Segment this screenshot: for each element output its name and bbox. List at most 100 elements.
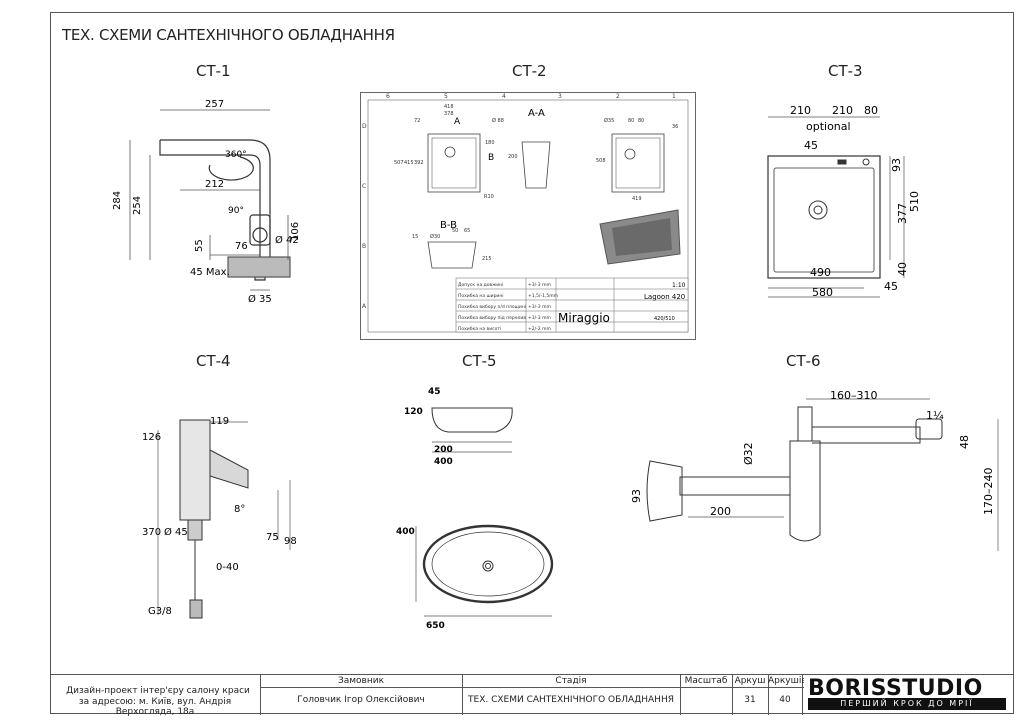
ct3-d80: 80	[864, 104, 878, 117]
ct3-d490: 490	[810, 266, 831, 279]
sheets-total: 40	[779, 695, 791, 705]
ct2-row-d: D	[362, 123, 367, 130]
ct2-val-4: +3/-3 mm	[528, 315, 551, 321]
ct2-scale: 1:10	[672, 282, 686, 289]
ct4-d119: 119	[210, 416, 229, 427]
ct2-col-3: 3	[558, 93, 562, 100]
ct2-col-1: 1	[672, 93, 676, 100]
logo-tagline: ПЕРШИЙ КРОК ДО МРІЇ	[808, 698, 1006, 710]
stage-value: ТЕХ. СХЕМИ САНТЕХНІЧНОГО ОБЛАДНАННЯ	[468, 695, 674, 705]
ct2-size: 420/510	[654, 316, 675, 322]
ct4-g38: G3/8	[148, 606, 172, 617]
label-ct2: СТ-2	[512, 62, 547, 80]
tb-divider	[260, 675, 261, 715]
ct6-d93: 93	[630, 489, 643, 503]
project-address: за адресою: м. Київ, вул. Андрія Верхогл…	[78, 697, 232, 717]
ct2-model: Lagoon 420	[644, 293, 685, 301]
ct1-dim-212: 212	[205, 179, 224, 190]
ct6-d48: 48	[958, 435, 971, 449]
label-ct3: СТ-3	[828, 62, 863, 80]
label-ct4: СТ-4	[196, 352, 231, 370]
tb-divider	[260, 687, 804, 688]
ct2-mark-a: A	[454, 117, 461, 127]
ct2-d200: 200	[508, 154, 518, 160]
ct2-row-5: Похибка на висоті	[458, 326, 501, 332]
scale-header: Масштаб	[684, 676, 728, 686]
ct2-row-2: Похибка на ширині	[458, 293, 504, 299]
ct4-d126: 126	[142, 432, 161, 443]
tb-divider	[802, 675, 803, 715]
ct3-d45b: 45	[884, 280, 898, 293]
ct1-dim-42: Ø 42	[275, 234, 299, 246]
tb-divider	[732, 675, 733, 715]
tb-divider	[462, 675, 463, 715]
ct2-sink-sheet: 6 5 4 3 2 1 D C B A A-A B-B A B 418 378 …	[360, 92, 696, 340]
ct2-d418: 418	[444, 104, 454, 110]
ct1-dim-106: 106	[290, 222, 301, 241]
ct2-row-1: Допуск на довжині	[458, 282, 503, 288]
label-ct1: СТ-1	[196, 62, 231, 80]
ct6-siphon-drawing: 160–310 1¼ 48 Ø32 93 200 170–240	[630, 389, 999, 551]
ct2-d88: Ø 88	[492, 117, 504, 124]
ct1-dim-257: 257	[205, 99, 224, 110]
ct2-d215: 215	[482, 256, 492, 262]
ct2-d415: 415	[404, 160, 414, 166]
tb-divider	[768, 675, 769, 715]
ct2-row-c: C	[362, 183, 366, 190]
ct2-d72: 72	[414, 118, 420, 124]
ct1-dim-360: 360°	[225, 150, 247, 160]
ct5-d400b: 400	[396, 527, 415, 537]
ct2-d80a: 80	[628, 118, 634, 124]
ct2-val-1: +3/-3 mm	[528, 282, 551, 288]
label-ct6: СТ-6	[786, 352, 821, 370]
ct2-d378: 378	[444, 111, 454, 117]
ct2-d15: 15	[412, 234, 418, 240]
ct2-d507: 507	[394, 160, 404, 166]
ct6-d160310: 160–310	[830, 389, 878, 402]
ct1-dim-90: 90°	[228, 206, 244, 216]
ct6-d114: 1¼	[926, 409, 944, 422]
ct2-mark-b: B	[488, 153, 494, 163]
sheet-header: Аркуш	[734, 676, 766, 686]
ct5-d200: 200	[434, 445, 453, 455]
ct3-d93: 93	[890, 158, 903, 172]
ct2-col-2: 2	[616, 93, 620, 100]
ct4-d45: Ø 45	[164, 526, 188, 538]
stage-header: Стадія	[555, 676, 587, 686]
customer-name: Головчик Ігор Олексійович	[297, 695, 425, 705]
ct5-d400: 400	[434, 457, 453, 467]
ct2-section-aa: A-A	[528, 108, 545, 119]
ct2-col-4: 4	[502, 93, 506, 100]
project-name: Дизайн-проект інтер'єру салону краси	[66, 686, 250, 696]
logo-name: BORISSTUDIO	[808, 676, 983, 701]
ct1-dim-45max: 45 Max.	[190, 267, 230, 278]
ct2-brand: Miraggio	[558, 311, 610, 325]
ct3-d580: 580	[812, 286, 833, 299]
ct4-d8: 8°	[234, 504, 245, 515]
ct2-d180: 180	[485, 140, 495, 146]
sheet-number: 31	[744, 695, 756, 705]
ct2-row-3: Похибка вибору n/d площині	[458, 304, 526, 310]
ct6-d170240: 170–240	[982, 468, 995, 516]
ct4-d370: 370	[142, 527, 161, 538]
ct2-d80b: 80	[638, 118, 644, 124]
ct4-faucet-drawing: 119 126 370 Ø 45 8° 75 98 0-40 G3/8	[142, 416, 297, 619]
ct2-val-3: +3/-3 mm	[528, 304, 551, 310]
ct2-d50: 50	[452, 228, 458, 234]
ct2-d508: 508	[596, 158, 606, 164]
ct3-d40: 40	[896, 262, 909, 276]
ct2-section-bb: B-B	[440, 220, 457, 231]
ct4-d75: 75	[266, 532, 279, 543]
ct2-col-6: 6	[386, 93, 390, 100]
ct1-faucet-drawing: 257 284 254 212 360° 90° 55 76 Ø 42 106 …	[112, 99, 301, 305]
ct1-dim-254: 254	[132, 196, 143, 215]
ct6-d32: Ø32	[742, 442, 755, 465]
ct2-d392: 392	[414, 160, 424, 166]
ct3-d210a: 210	[790, 104, 811, 117]
ct2-d35: Ø35	[604, 117, 614, 124]
ct2-row-4: Похибка вибору під перелив	[458, 315, 526, 321]
ct3-d210b: 210	[832, 104, 853, 117]
ct1-dim-35: Ø 35	[248, 293, 272, 305]
ct5-basin-drawing: 45 120 200 400 400 650	[396, 387, 554, 631]
ct2-d36: 36	[672, 124, 678, 130]
